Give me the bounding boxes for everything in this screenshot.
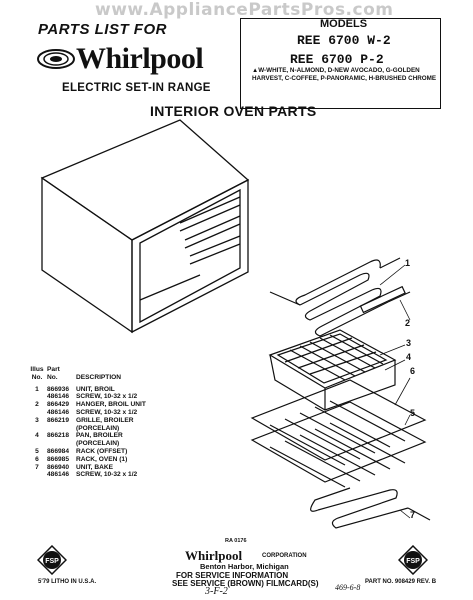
part-number-cell: 486146 (47, 408, 70, 416)
oven-cavity (40, 119, 250, 334)
parts-list-label: PARTS LIST FOR (38, 21, 167, 38)
callout-5: 5 (410, 408, 416, 418)
description-cell: RACK (OFFSET) (76, 447, 128, 455)
illus-cell (27, 425, 47, 433)
part-number-cell: 866936 (47, 385, 70, 393)
illus-header-line1: Illus (30, 366, 44, 373)
illus-cell: 4 (35, 432, 39, 440)
illus-cell: 1 (35, 385, 39, 393)
part-number-cell: 866429 (47, 401, 70, 409)
handwritten-filmcard-note: 3-F-2 (205, 586, 228, 597)
oven-racks (250, 379, 427, 488)
watermark-text: www.AppliancePartsPros.com (95, 0, 394, 20)
illus-cell: 3 (35, 416, 39, 424)
description-cell: PAN, BROILER (76, 432, 123, 440)
part-number-cell: 866218 (47, 432, 70, 440)
service-info-line1: FOR SERVICE INFORMATION (176, 571, 289, 580)
part-number-cell: 866984 (47, 447, 70, 455)
footer-city: Benton Harbor, Michigan (200, 562, 289, 571)
callout-3: 3 (406, 338, 412, 348)
part-header-line2: No. (47, 373, 58, 381)
table-row: 486146 SCREW, 10-32 x 1/2 (27, 409, 196, 417)
part-number-cell (47, 440, 76, 448)
table-row: 486146 SCREW, 10-32 x 1/2 (27, 471, 196, 479)
table-row: (PORCELAIN) (27, 425, 196, 433)
footer-corporation: CORPORATION (262, 553, 307, 559)
part-number-cell: 866219 (47, 416, 70, 424)
handwritten-date: 469-6-8 (335, 583, 361, 592)
description-cell: UNIT, BROIL (76, 385, 115, 393)
callout-2: 2 (405, 318, 411, 328)
figure-id: RA 0176 (225, 538, 247, 544)
illus-header: Illus No. (27, 366, 47, 382)
table-row: 6 866985 RACK, OVEN (1) (27, 456, 196, 464)
description-cell: SCREW, 10-32 x 1/2 (76, 393, 138, 401)
illus-header-line2: No. (31, 373, 43, 381)
part-header-line1: Part (47, 366, 60, 373)
callout-7: 7 (410, 510, 416, 520)
table-row: 2 866429 HANGER, BROIL UNIT (27, 401, 196, 409)
table-header: Illus No. Part No. DESCRIPTION (27, 366, 196, 382)
models-title: MODELS (320, 18, 368, 30)
description-cell: HANGER, BROIL UNIT (76, 401, 146, 409)
broiler-pan-assembly (268, 329, 397, 411)
callout-4: 4 (406, 352, 412, 362)
model-number-1: REE 6700 W-2 (297, 33, 391, 48)
illus-cell: 7 (35, 463, 39, 471)
callout-6: 6 (410, 366, 416, 376)
section-title: INTERIOR OVEN PARTS (150, 103, 317, 119)
illus-cell: 2 (35, 401, 39, 409)
part-number-cell: 486146 (47, 471, 70, 479)
part-number-cell (47, 425, 76, 433)
brand-logo: Whirlpool (36, 42, 204, 76)
description-cell: (PORCELAIN) (76, 440, 120, 448)
footer-brand: Whirlpool (185, 548, 243, 563)
litho-notice: 5'79 LITHO IN U.S.A. (38, 579, 97, 585)
color-key: ▲W-WHITE, N-ALMOND, D-NEW AVOCADO, G-GOL… (252, 67, 437, 83)
illus-cell (27, 409, 47, 417)
fsp-right-label: FSP (406, 558, 420, 565)
table-row: (PORCELAIN) (27, 440, 196, 448)
table-row: 1 866936 UNIT, BROIL (27, 386, 196, 394)
description-cell: UNIT, BAKE (76, 463, 113, 471)
callout-1: 1 (405, 258, 411, 268)
description-cell: GRILLE, BROILER (76, 416, 134, 424)
range-type-label: ELECTRIC SET-IN RANGE (62, 82, 211, 94)
document-part-number: PART NO. 908429 REV. B (365, 579, 437, 585)
table-row: 3 866219 GRILLE, BROILER (27, 417, 196, 425)
part-number-cell: 866985 (47, 455, 70, 463)
bake-unit-element (310, 487, 431, 529)
table-row: 4 866218 PAN, BROILER (27, 432, 196, 440)
fsp-logo-icon: FSP (398, 545, 428, 575)
illus-cell (27, 471, 47, 479)
description-header: DESCRIPTION (76, 373, 122, 381)
table-row: 7 866940 UNIT, BAKE (27, 464, 196, 472)
callout-leaders (379, 264, 411, 519)
description-cell: RACK, OVEN (1) (76, 455, 128, 463)
table-row: 486146 SCREW, 10-32 x 1/2 (27, 393, 196, 401)
illus-cell (27, 440, 47, 448)
part-header: Part No. (47, 366, 76, 382)
models-box (240, 18, 441, 109)
model-number-2: REE 6700 P-2 (290, 52, 384, 67)
fsp-logo-icon: FSP (37, 545, 67, 575)
fsp-left-label: FSP (45, 558, 59, 565)
broil-unit-element (269, 257, 411, 337)
illus-cell: 5 (35, 447, 39, 455)
broil-unit-hanger (359, 285, 406, 314)
whirlpool-swirl-icon (37, 49, 75, 69)
part-number-cell: 866940 (47, 463, 70, 471)
illus-cell: 6 (35, 455, 39, 463)
brand-name: Whirlpool (76, 42, 204, 75)
description-cell: SCREW, 10-32 x 1/2 (76, 408, 138, 416)
service-info-line2: SEE SERVICE (BROWN) FILMCARD(S) (172, 579, 319, 588)
description-cell: (PORCELAIN) (76, 424, 120, 432)
part-number-cell: 486146 (47, 393, 70, 401)
table-row: 5 866984 RACK (OFFSET) (27, 448, 196, 456)
illus-cell (27, 393, 47, 401)
description-cell: SCREW, 10-32 x 1/2 (76, 471, 138, 479)
